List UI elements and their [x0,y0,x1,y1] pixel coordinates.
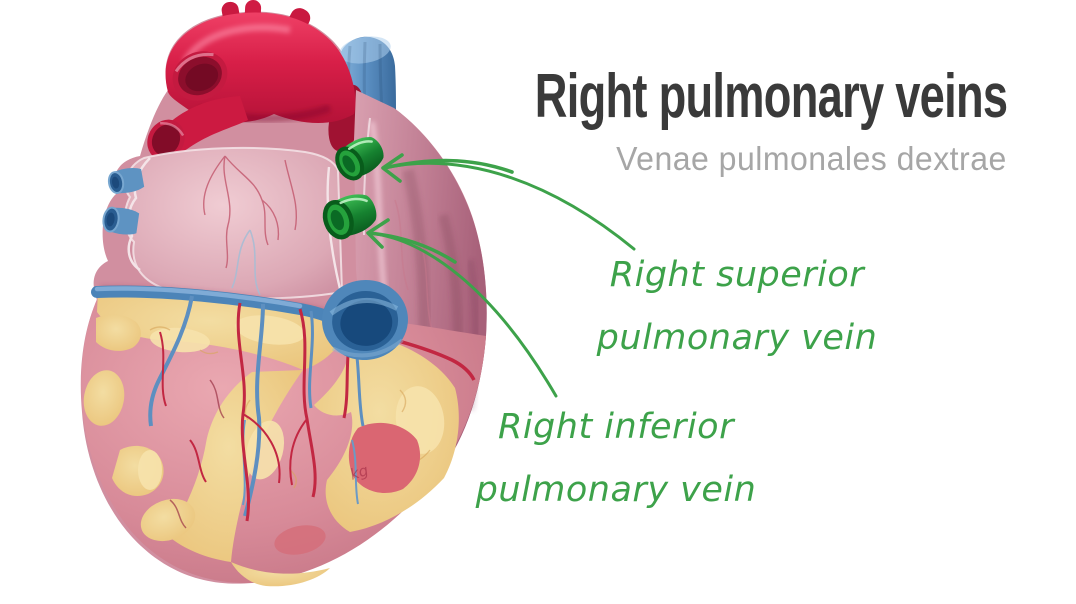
label-line: Right inferior [498,407,734,447]
myocardium-patch [348,422,421,493]
arrowhead-superior-icon [381,153,404,183]
arrow-to-right-inferior-pulmonary-vein [366,218,558,398]
left-pulmonary-vein-stub-upper [107,167,145,194]
figure-subtitle: Venae pulmonales dextrae [616,140,1007,177]
aorta-cut-opening-small [147,119,185,161]
artist-signature: kg [348,461,371,484]
inferior-vena-cava [322,279,408,361]
label-line: pulmonary vein [475,470,757,510]
arrow-to-right-superior-pulmonary-vein [381,153,636,251]
atrial-vessels [203,155,298,269]
figure-title: Right pulmonary veins [534,62,1007,131]
aorta [147,0,364,161]
label-right-superior-pulmonary-vein: Right superior pulmonary vein [577,244,897,370]
left-atrium [124,146,344,300]
left-pulmonary-vein-stub-lower [102,206,140,235]
label-right-inferior-pulmonary-vein: Right inferior pulmonary vein [456,396,776,522]
atrial-veins [231,229,261,296]
label-line: Right superior [609,255,865,295]
arrowhead-inferior-icon [366,218,390,249]
aorta-cut-opening-large [172,51,228,101]
label-line: pulmonary vein [596,318,878,358]
right-superior-pulmonary-vein-stub [335,137,384,181]
epicardial-fat [83,287,459,587]
right-inferior-pulmonary-vein-stub [322,194,377,240]
